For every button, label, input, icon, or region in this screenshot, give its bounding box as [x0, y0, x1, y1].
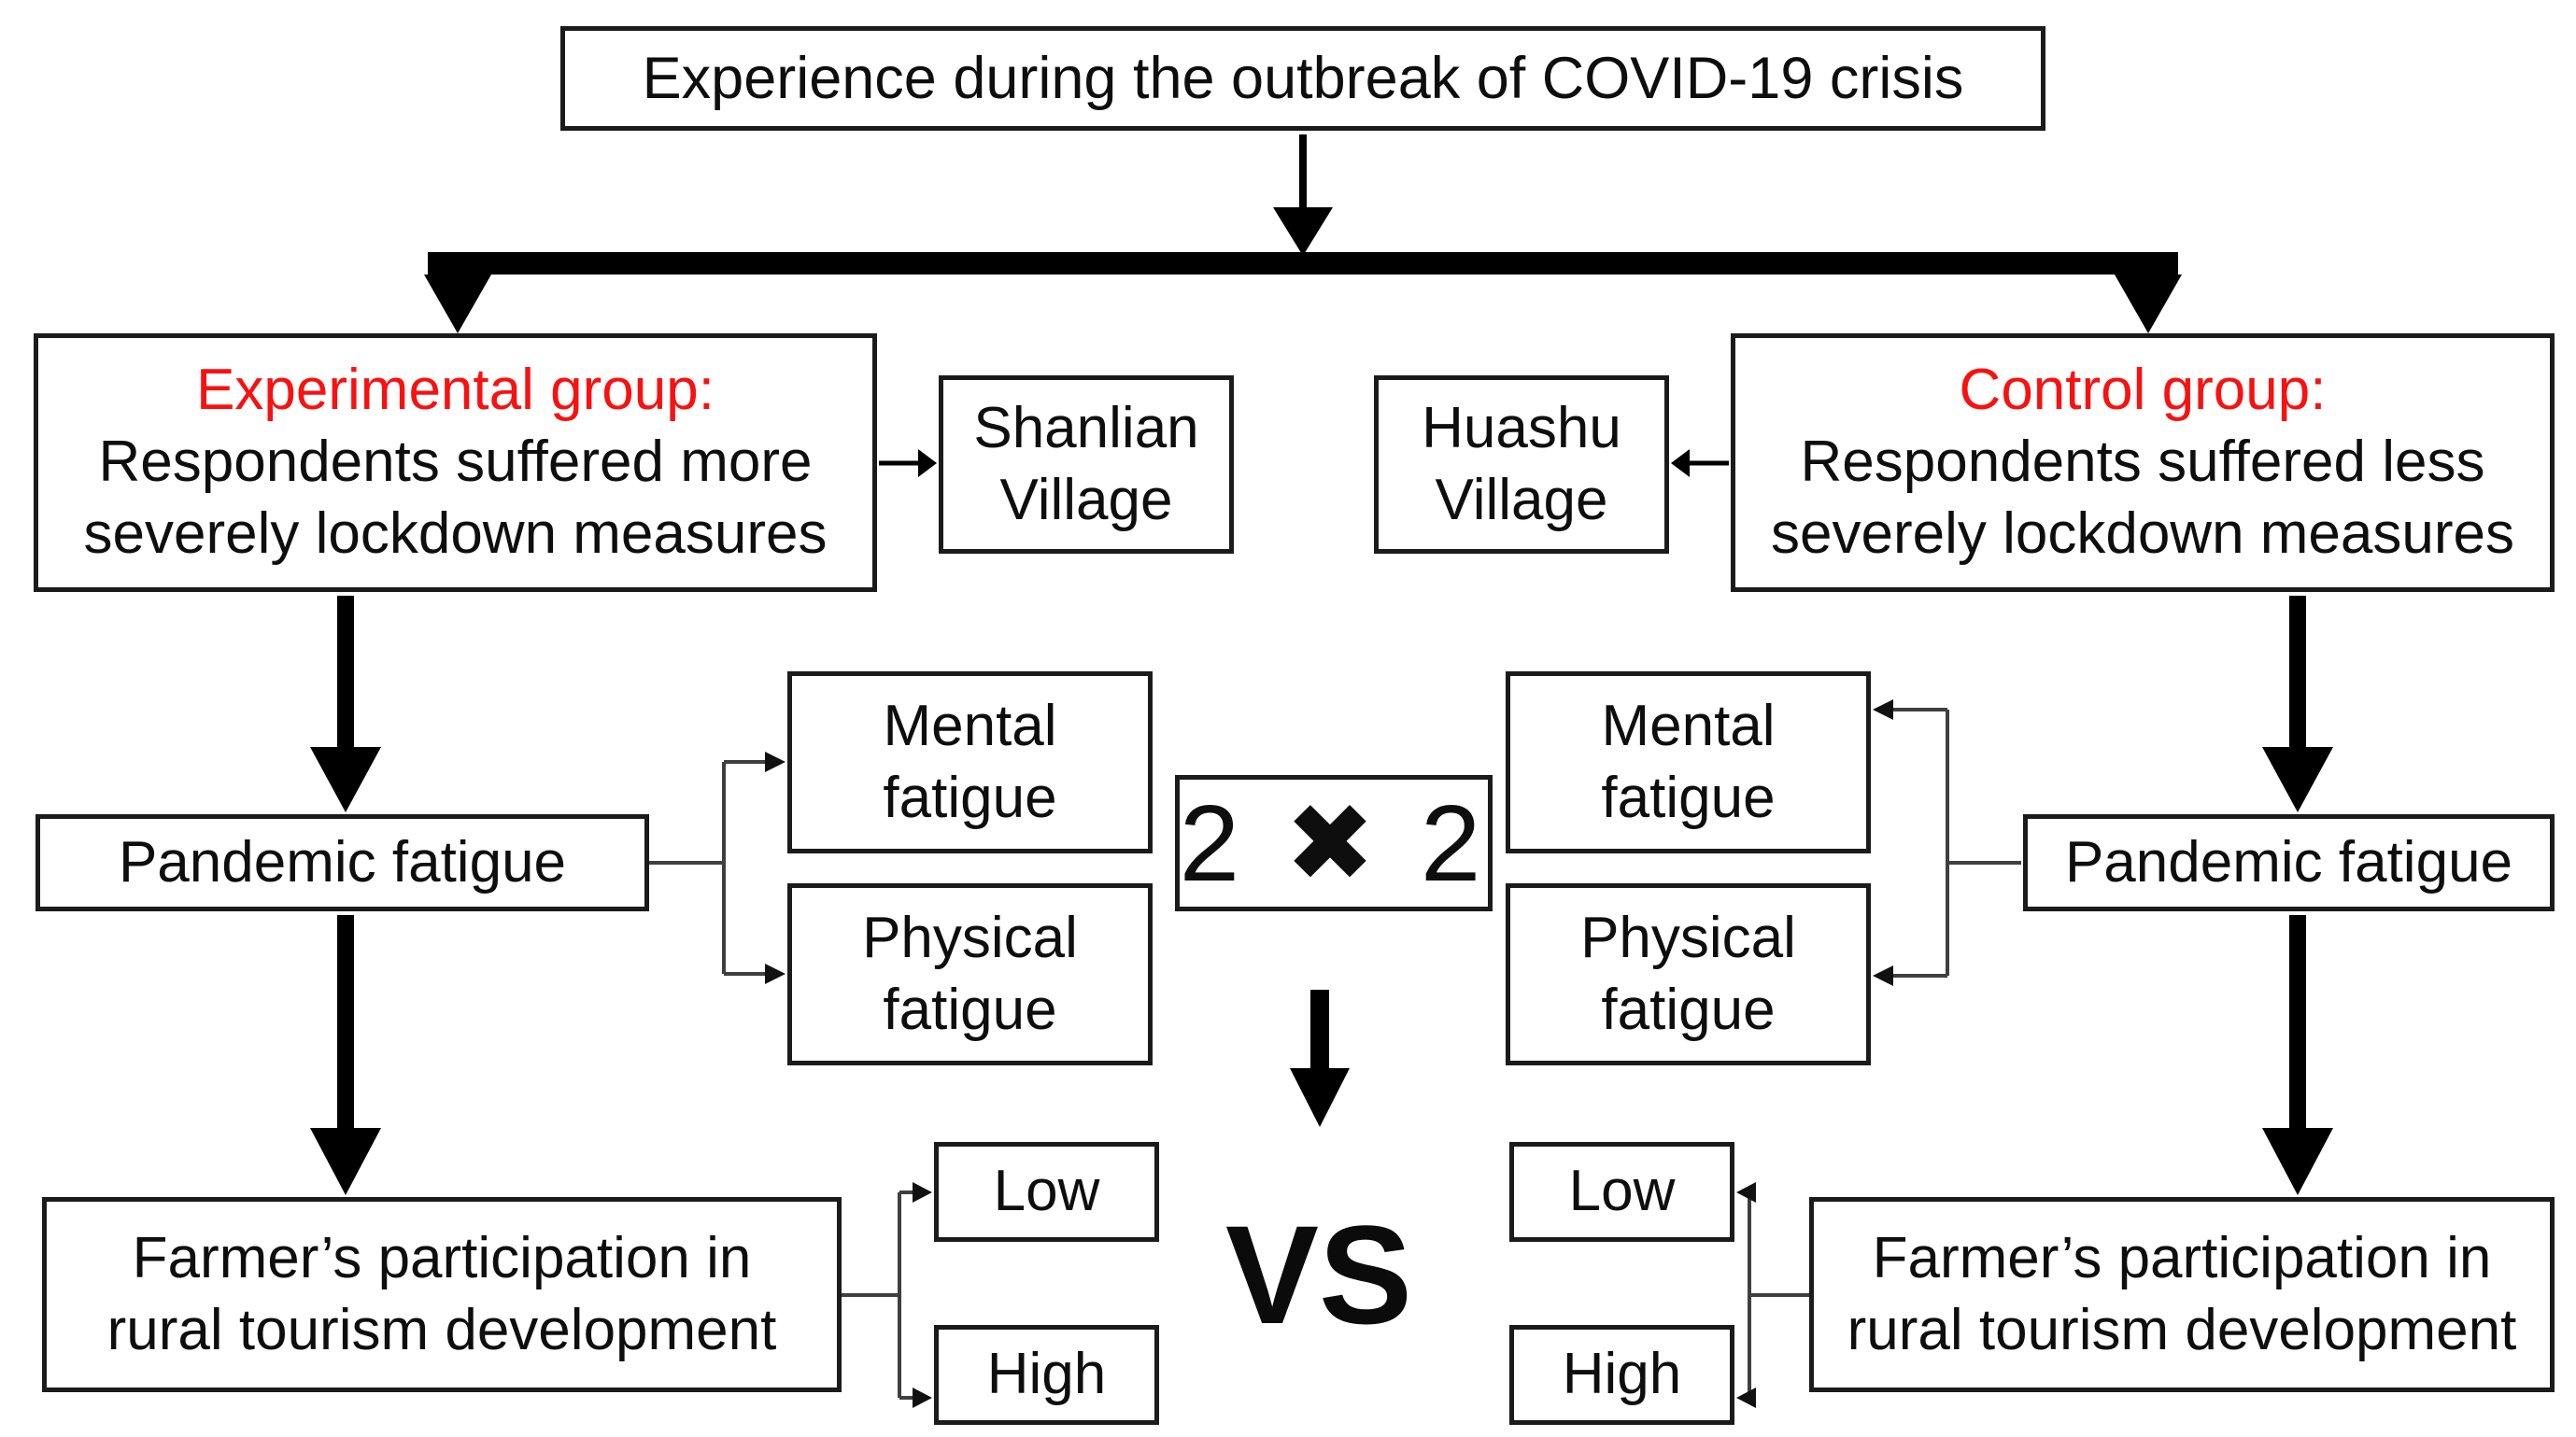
- control-group-heading: Control group:: [1959, 358, 2327, 423]
- arrow-experimental-to-shanlian: [879, 449, 937, 477]
- node-experience-title: Experience during the outbreak of COVID-…: [560, 26, 2045, 131]
- mental-fatigue-right-label: Mental fatigue: [1601, 693, 1776, 830]
- physical-fatigue-left-label: Physical fatigue: [862, 905, 1078, 1042]
- physical-fatigue-right-label: Physical fatigue: [1580, 905, 1796, 1042]
- low-left-label: Low: [993, 1159, 1100, 1224]
- mental-fatigue-left-label: Mental fatigue: [883, 693, 1057, 830]
- node-mental-fatigue-right: Mental fatigue: [1506, 671, 1871, 853]
- versus-label: VS: [1224, 1195, 1413, 1353]
- farmer-participation-left-label: Farmer’s participation in rural tourism …: [106, 1225, 777, 1362]
- node-pandemic-fatigue-left: Pandemic fatigue: [35, 814, 649, 911]
- node-control-group: Control group: Respondents suffered less…: [1731, 333, 2555, 592]
- bracket-pandemic-right-to-fatigue: [1873, 699, 2021, 986]
- high-right-label: High: [1562, 1342, 1682, 1407]
- arrow-experimental-to-pandemic-left: [310, 596, 381, 812]
- arrow-control-to-pandemic-right: [2262, 596, 2333, 812]
- pandemic-fatigue-left-label: Pandemic fatigue: [118, 829, 567, 895]
- node-high-left: High: [934, 1325, 1159, 1425]
- bracket-farmer-left-to-levels: [840, 1182, 932, 1408]
- arrow-pandemic-right-to-farmer-right: [2262, 915, 2333, 1195]
- experience-title-label: Experience during the outbreak of COVID-…: [642, 45, 1964, 111]
- node-physical-fatigue-right: Physical fatigue: [1506, 883, 1871, 1065]
- node-mental-fatigue-left: Mental fatigue: [787, 671, 1153, 853]
- experimental-group-heading: Experimental group:: [196, 358, 715, 423]
- node-low-right: Low: [1509, 1142, 1734, 1242]
- node-low-left: Low: [934, 1142, 1159, 1242]
- bracket-farmer-right-to-levels: [1736, 1182, 1811, 1408]
- shanlian-village-label: Shanlian Village: [973, 395, 1199, 532]
- bracket-pandemic-left-to-fatigue: [647, 752, 786, 984]
- arrow-pandemic-left-to-farmer-left: [310, 915, 381, 1195]
- node-factorial-design: 2 ✖ 2: [1175, 775, 1493, 911]
- node-experimental-group: Experimental group: Respondents suffered…: [34, 333, 877, 592]
- farmer-participation-right-label: Farmer’s participation in rural tourism …: [1847, 1225, 2517, 1362]
- node-high-right: High: [1509, 1325, 1734, 1425]
- split-bar: [424, 252, 2182, 333]
- huashu-village-label: Huashu Village: [1422, 395, 1621, 532]
- node-huashu-village: Huashu Village: [1374, 375, 1669, 554]
- pandemic-fatigue-right-label: Pandemic fatigue: [2064, 829, 2513, 895]
- arrow-design-to-versus: [1290, 990, 1350, 1127]
- node-shanlian-village: Shanlian Village: [939, 375, 1234, 554]
- arrow-title-to-split: [1273, 134, 1333, 256]
- experimental-group-body: Respondents suffered more severely lockd…: [83, 430, 828, 566]
- node-physical-fatigue-left: Physical fatigue: [787, 883, 1153, 1065]
- high-left-label: High: [986, 1342, 1107, 1407]
- low-right-label: Low: [1568, 1159, 1676, 1224]
- node-farmer-participation-left: Farmer’s participation in rural tourism …: [42, 1197, 842, 1392]
- arrow-control-to-huashu: [1671, 449, 1729, 477]
- control-group-body: Respondents suffered less severely lockd…: [1770, 430, 2514, 566]
- factorial-design-label: 2 ✖ 2: [1179, 782, 1489, 904]
- node-pandemic-fatigue-right: Pandemic fatigue: [2023, 814, 2555, 911]
- node-farmer-participation-right: Farmer’s participation in rural tourism …: [1809, 1197, 2555, 1392]
